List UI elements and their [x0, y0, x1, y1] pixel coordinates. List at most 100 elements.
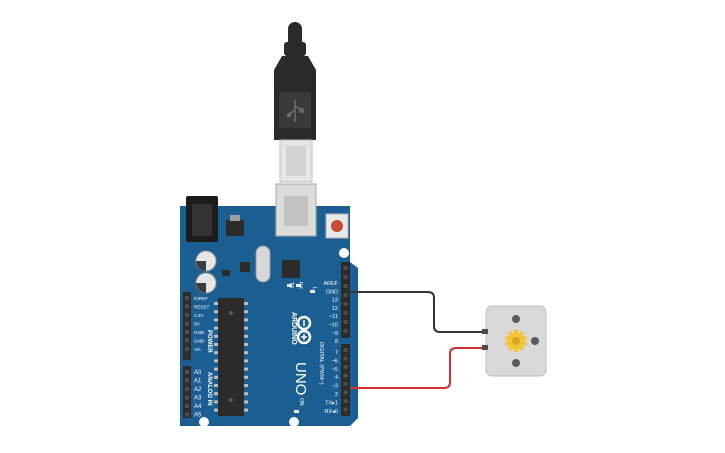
- pin-label: 13: [332, 298, 338, 304]
- power-header-title: POWER: [206, 330, 212, 353]
- small-ic: [240, 262, 250, 272]
- header-pin[interactable]: [343, 284, 348, 288]
- mcu-pin: [244, 334, 248, 338]
- pin-label: Vin: [194, 347, 201, 352]
- dc-power-jack-inner: [192, 204, 212, 236]
- mcu-pin: [214, 408, 218, 412]
- mcu-pin: [244, 302, 248, 305]
- pin-label: ~3: [332, 384, 338, 390]
- motor-terminal-2[interactable]: [482, 345, 488, 350]
- pin-label: A4: [194, 404, 202, 410]
- header-pin[interactable]: [185, 321, 189, 326]
- header-pin[interactable]: [185, 296, 189, 300]
- mcu-pin: [214, 302, 218, 305]
- header-pin[interactable]: [343, 407, 348, 412]
- header-pin[interactable]: [343, 311, 348, 315]
- motor-screw: [512, 359, 520, 367]
- header-pin[interactable]: [343, 329, 348, 333]
- digital-header-upper[interactable]: [341, 262, 350, 338]
- mcu-pin: [214, 310, 218, 314]
- mcu-pin: [214, 384, 218, 387]
- reset-button-cap[interactable]: [331, 220, 343, 232]
- gear-icon: [504, 330, 528, 352]
- voltage-regulator: [226, 220, 244, 236]
- mcu-pin: [244, 375, 248, 379]
- pin-label: ~5: [332, 367, 338, 373]
- pin-label: A1: [194, 379, 202, 385]
- mcu-pin: [244, 384, 248, 387]
- header-pin[interactable]: [343, 320, 348, 324]
- header-pin[interactable]: [185, 412, 189, 417]
- pin-label: ~6: [332, 358, 338, 364]
- header-pin[interactable]: [185, 378, 189, 383]
- mcu-pin: [244, 392, 248, 396]
- header-pin[interactable]: [185, 404, 189, 408]
- header-pin[interactable]: [185, 347, 189, 351]
- l-led: [310, 290, 315, 293]
- header-pin[interactable]: [185, 313, 189, 317]
- header-pin[interactable]: [343, 293, 348, 297]
- on-label: ON: [298, 398, 304, 406]
- mcu-pin: [214, 318, 218, 322]
- header-pin[interactable]: [343, 373, 348, 378]
- rx-led: [296, 284, 301, 287]
- motor-terminal-1[interactable]: [482, 329, 488, 334]
- pin-label: 3.3V: [194, 313, 204, 318]
- gear-tooth: [514, 347, 518, 352]
- mounting-hole: [199, 417, 209, 427]
- header-pin[interactable]: [185, 395, 189, 400]
- mcu-pin: [244, 318, 248, 322]
- pin-label: GND: [194, 339, 205, 344]
- small-ic: [222, 270, 230, 276]
- header-pin[interactable]: [343, 399, 348, 403]
- usb-interface-chip: [282, 260, 300, 278]
- usb-b-port-inner: [284, 196, 308, 226]
- pin-label: ~9: [332, 331, 338, 337]
- mcu-pin: [244, 367, 248, 371]
- pin-label: 2: [335, 392, 338, 398]
- pin-label: 5V: [194, 322, 201, 327]
- header-pin[interactable]: [343, 382, 348, 386]
- header-pin[interactable]: [343, 302, 348, 306]
- header-pin[interactable]: [343, 390, 348, 395]
- pin-label: RESET: [194, 305, 210, 310]
- mcu-pin1-dot: [229, 311, 233, 315]
- pin3-signal-wire[interactable]: [350, 347, 486, 389]
- tx-label: TX: [288, 282, 294, 289]
- usb-cable[interactable]: [274, 22, 316, 183]
- gnd-wire[interactable]: [350, 291, 486, 333]
- capacitor-marking: [196, 283, 206, 293]
- tx-led: [287, 284, 292, 287]
- mcu-dot: [229, 398, 233, 402]
- header-pin[interactable]: [185, 304, 189, 309]
- header-pin[interactable]: [343, 365, 348, 369]
- mounting-hole: [289, 417, 299, 427]
- header-pin[interactable]: [185, 330, 189, 334]
- digital-header-lower[interactable]: [341, 344, 350, 416]
- header-pin[interactable]: [185, 370, 189, 374]
- analog-header[interactable]: [183, 366, 191, 418]
- header-pin[interactable]: [343, 266, 348, 270]
- mcu-pin: [214, 400, 218, 404]
- regulator-tab: [230, 215, 240, 221]
- mounting-hole: [339, 248, 349, 258]
- header-pin[interactable]: [343, 356, 348, 361]
- on-led: [294, 410, 299, 413]
- mcu-pin: [214, 359, 218, 363]
- pin-label: 4: [335, 375, 338, 381]
- header-pin[interactable]: [185, 338, 189, 343]
- header-pin[interactable]: [185, 387, 189, 391]
- header-pin[interactable]: [343, 275, 348, 279]
- gear-tooth: [514, 330, 518, 335]
- arduino-infinity-logo-icon: [296, 315, 312, 345]
- mcu-pin: [214, 392, 218, 396]
- mcu-pin: [214, 367, 218, 371]
- usb-cable-neck: [284, 42, 306, 56]
- dc-motor[interactable]: [482, 305, 547, 377]
- power-header[interactable]: [183, 292, 191, 360]
- header-pin[interactable]: [343, 348, 348, 352]
